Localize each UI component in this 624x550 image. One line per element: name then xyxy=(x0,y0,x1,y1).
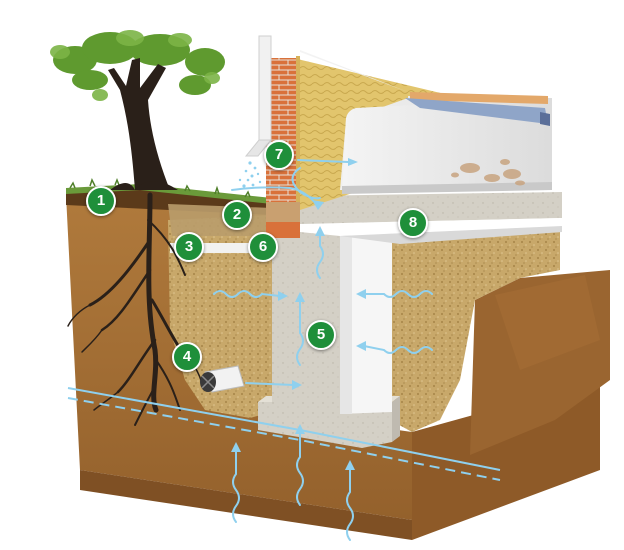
foundation-wall xyxy=(272,218,392,414)
marker-4: 4 xyxy=(172,342,202,372)
marker-6: 6 xyxy=(248,232,278,262)
tree-icon xyxy=(50,30,225,190)
water-arrow-icon xyxy=(213,159,433,541)
marker-7: 7 xyxy=(264,140,294,170)
mould-stain xyxy=(451,159,525,186)
floor-slab xyxy=(298,192,562,244)
drain-pipe-icon xyxy=(200,365,245,393)
marker-2: 2 xyxy=(222,200,252,230)
marker-3: 3 xyxy=(174,232,204,262)
interior-wall xyxy=(293,50,552,210)
marker-1: 1 xyxy=(86,186,116,216)
backfill-right xyxy=(390,232,560,432)
water-arrowheads xyxy=(231,158,366,470)
marker-8: 8 xyxy=(398,208,428,238)
marker-5: 5 xyxy=(306,320,336,350)
downspout-icon xyxy=(238,35,273,188)
